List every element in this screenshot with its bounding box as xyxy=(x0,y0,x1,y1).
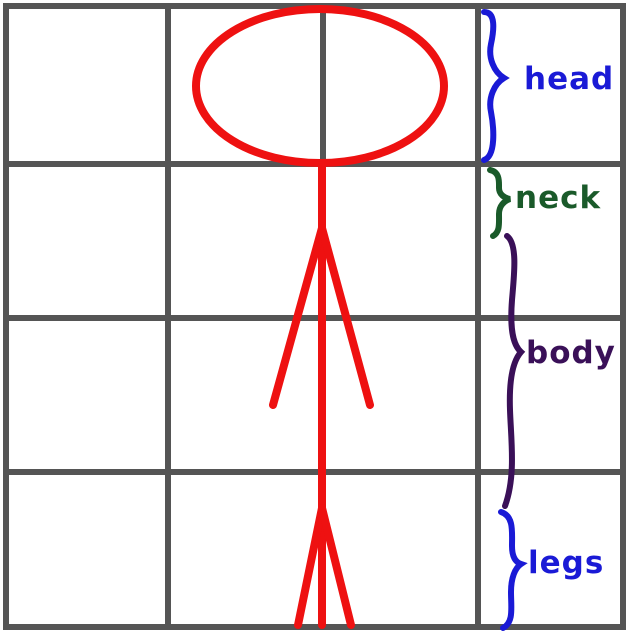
body-brace xyxy=(505,236,521,506)
figure-right-leg xyxy=(322,508,351,625)
legs-label: legs xyxy=(528,545,604,581)
legs-brace xyxy=(501,512,521,628)
body-label: body xyxy=(526,335,616,371)
head-label: head xyxy=(524,61,614,97)
neck-label: neck xyxy=(515,180,601,216)
neck-brace xyxy=(490,170,510,236)
head-brace xyxy=(484,12,504,160)
